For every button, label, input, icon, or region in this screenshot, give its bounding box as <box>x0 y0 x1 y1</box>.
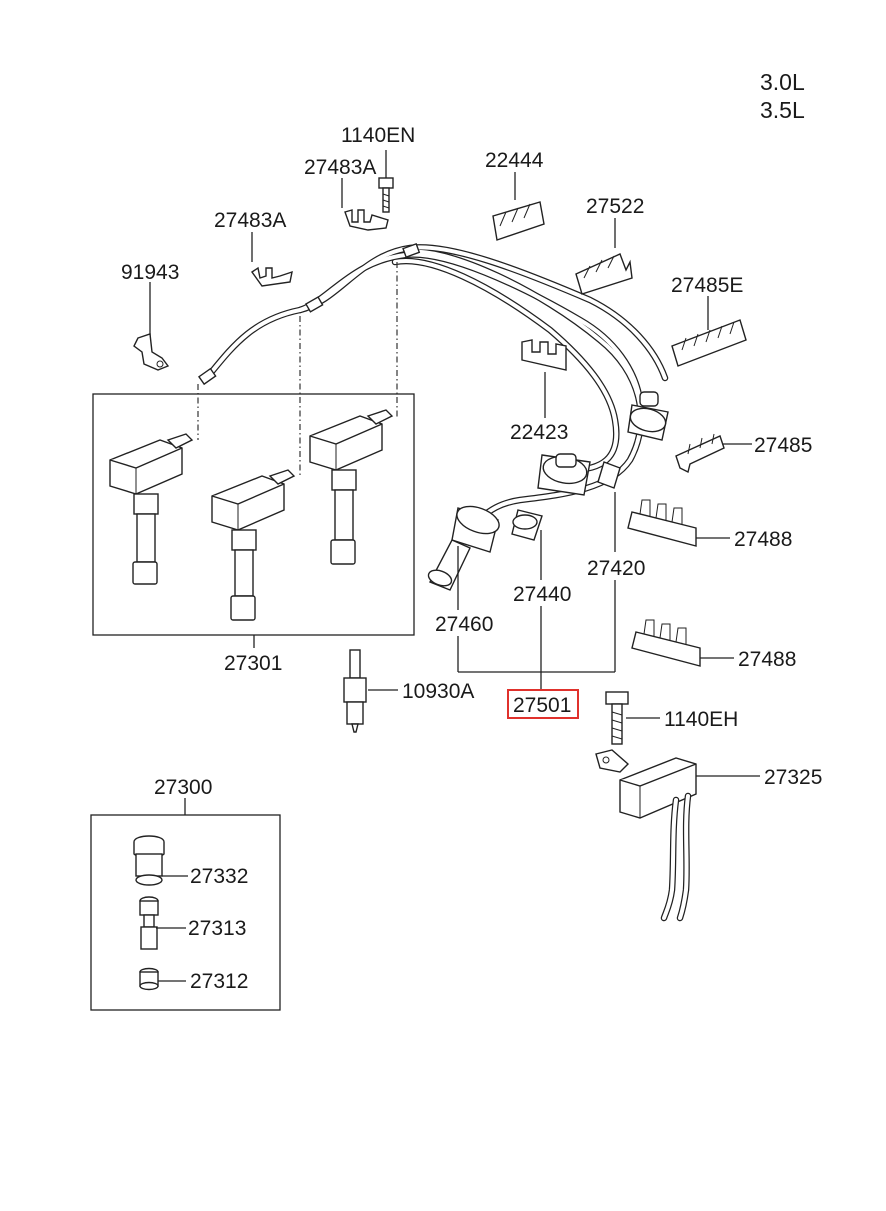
wire-end-2 <box>304 296 324 313</box>
sensor-27325 <box>595 749 760 922</box>
ignition-coil-2 <box>211 469 296 621</box>
bolt-1140eh <box>605 691 660 745</box>
label-91943[interactable]: 91943 <box>121 261 179 284</box>
ignition-coil-box-27301 <box>92 393 415 648</box>
label-27325[interactable]: 27325 <box>764 766 822 789</box>
label-27301[interactable]: 27301 <box>224 652 282 675</box>
clip-22444 <box>492 172 545 241</box>
label-27483a-top[interactable]: 27483A <box>304 156 376 179</box>
label-27313[interactable]: 27313 <box>188 917 246 940</box>
clip-27488-upper <box>627 499 730 547</box>
clip-27485 <box>675 433 752 474</box>
clip-27485e <box>671 296 747 367</box>
label-1140en[interactable]: 1140EN <box>341 124 415 147</box>
wire-end-3 <box>402 242 421 258</box>
highlight-box-27501 <box>507 689 579 719</box>
clip-27488-lower <box>631 619 734 667</box>
cable-set-leaders <box>457 492 616 690</box>
label-27483a-mid[interactable]: 27483A <box>214 209 286 232</box>
label-27488-lower[interactable]: 27488 <box>738 648 796 671</box>
label-27312[interactable]: 27312 <box>190 970 248 993</box>
label-27420[interactable]: 27420 <box>587 557 645 580</box>
ignition-coil-3 <box>309 409 394 565</box>
label-10930a[interactable]: 10930A <box>402 680 474 703</box>
label-27300[interactable]: 27300 <box>154 776 212 799</box>
label-22444[interactable]: 22444 <box>485 149 544 172</box>
clip-27522 <box>575 218 633 295</box>
label-27440[interactable]: 27440 <box>513 583 571 606</box>
spark-plug-10930a <box>343 649 398 733</box>
plug-boot-27420 <box>597 391 669 489</box>
ignition-coil-1 <box>109 433 194 585</box>
bracket-91943 <box>133 282 170 371</box>
clamp-27483a-mid <box>251 232 293 287</box>
spark-plug-cable-set <box>197 242 669 591</box>
cap-27332 <box>133 835 188 886</box>
ring-27312 <box>139 967 186 991</box>
label-22423[interactable]: 22423 <box>510 421 568 444</box>
label-27332[interactable]: 27332 <box>190 865 248 888</box>
label-27460[interactable]: 27460 <box>435 613 493 636</box>
engine-label-30l: 3.0L <box>760 69 805 95</box>
clip-22423 <box>521 339 567 418</box>
label-1140eh[interactable]: 1140EH <box>664 708 738 731</box>
wire-end-1 <box>197 367 217 386</box>
pin-27313 <box>139 896 186 950</box>
label-27488-upper[interactable]: 27488 <box>734 528 792 551</box>
bolt-1140en <box>378 150 394 213</box>
plug-boot-27460 <box>427 505 500 591</box>
label-27501[interactable]: 27501 <box>513 694 571 717</box>
plug-boot-27440 <box>511 453 591 541</box>
clamp-27483a-top <box>341 178 389 231</box>
label-27485[interactable]: 27485 <box>754 434 812 457</box>
label-27522[interactable]: 27522 <box>586 195 644 218</box>
label-27485e[interactable]: 27485E <box>671 274 743 297</box>
engine-label-35l: 3.5L <box>760 97 805 123</box>
coil-parts-box-27300 <box>90 798 281 1011</box>
